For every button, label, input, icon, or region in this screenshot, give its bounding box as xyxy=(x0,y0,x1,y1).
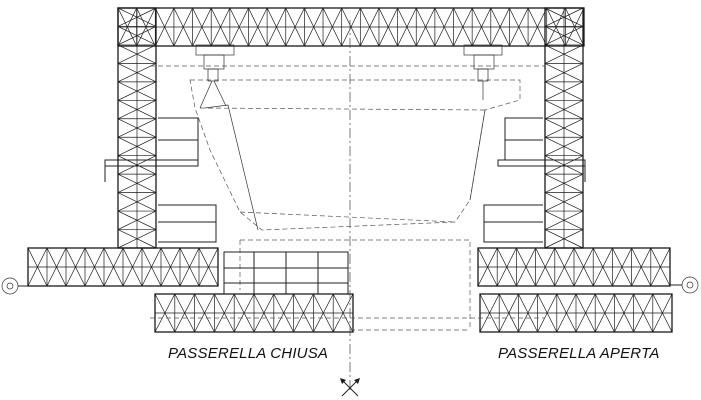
closed-walkway-gangway xyxy=(223,251,349,295)
truss-right-platform xyxy=(477,247,671,287)
label-closed-walkway: PASSERELLA CHIUSA xyxy=(168,345,328,362)
left-hoist-trolley xyxy=(195,44,235,109)
right-upper-walkway xyxy=(497,117,586,182)
truss-bottom-right xyxy=(479,293,673,333)
truss-left-column xyxy=(117,7,157,249)
truss-right-column xyxy=(544,7,584,249)
axis-marker-icon xyxy=(340,378,360,397)
left-upper-walkway xyxy=(104,117,199,182)
hull-section-outline xyxy=(150,65,545,331)
right-mid-walkway xyxy=(483,204,543,243)
right-end-wheel xyxy=(670,276,699,294)
label-open-walkway: PASSERELLA APERTA xyxy=(498,345,660,362)
left-end-wheel xyxy=(1,277,30,295)
truss-left-platform xyxy=(27,247,219,287)
truss-bottom-left xyxy=(154,293,354,333)
right-hoist-trolley xyxy=(463,44,503,100)
left-mid-walkway xyxy=(158,204,217,243)
truss-top-beam xyxy=(117,7,585,47)
